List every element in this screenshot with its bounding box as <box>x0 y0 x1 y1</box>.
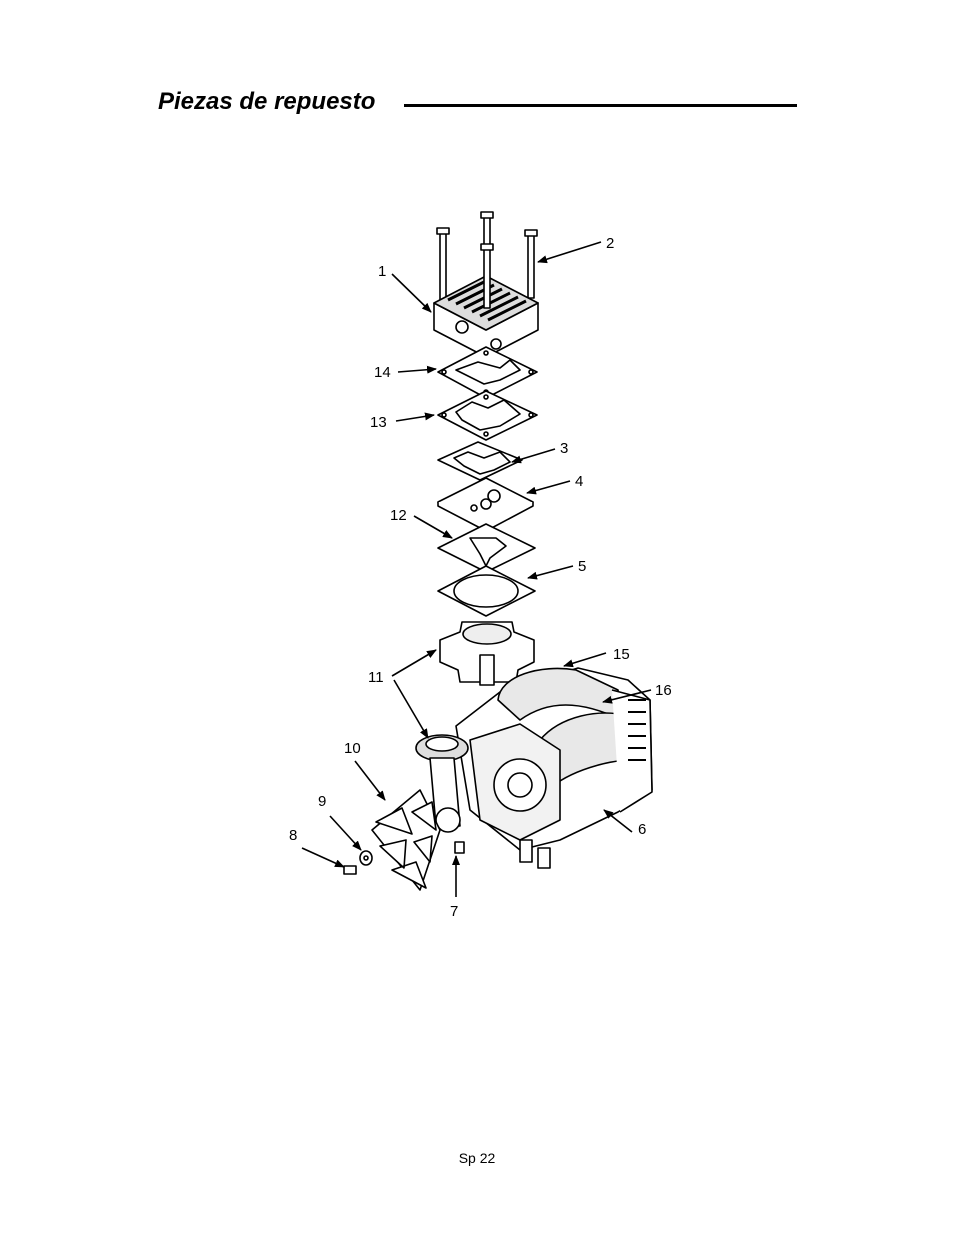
callout-14: 14 <box>374 364 391 381</box>
callout-3: 3 <box>560 440 568 457</box>
callout-6: 6 <box>638 821 646 838</box>
piston-rod <box>415 734 469 833</box>
valve-plate-4 <box>437 477 534 532</box>
callout-5: 5 <box>578 558 586 575</box>
page-number: Sp 22 <box>458 1150 496 1166</box>
callout-11: 11 <box>368 669 384 686</box>
rod-screw <box>454 841 465 854</box>
gasket-5 <box>437 565 536 617</box>
gasket-13 <box>437 390 538 441</box>
callout-12: 12 <box>390 507 407 524</box>
callout-1: 1 <box>378 263 386 280</box>
head-bolts <box>436 211 538 315</box>
gasket-12 <box>437 523 536 573</box>
washer <box>359 850 373 866</box>
motor-assembly <box>455 667 653 869</box>
page-title: Piezas de repuesto <box>158 88 376 115</box>
callout-10: 10 <box>344 740 361 757</box>
callout-4: 4 <box>575 473 583 490</box>
title-rule <box>404 104 797 107</box>
gasket-14 <box>437 346 538 399</box>
callout-7: 7 <box>450 903 458 920</box>
leader-arrows <box>301 241 652 897</box>
callout-9: 9 <box>318 793 326 810</box>
callout-2: 2 <box>606 235 614 252</box>
fan-screw <box>343 865 357 875</box>
callout-16: 16 <box>655 682 672 699</box>
fan <box>371 789 441 891</box>
callout-8: 8 <box>289 827 297 844</box>
callout-13: 13 <box>370 414 387 431</box>
cylinder-head <box>433 243 539 358</box>
cylinder-sleeve <box>439 621 535 686</box>
callout-15: 15 <box>613 646 630 663</box>
gasket-3 <box>437 441 523 481</box>
